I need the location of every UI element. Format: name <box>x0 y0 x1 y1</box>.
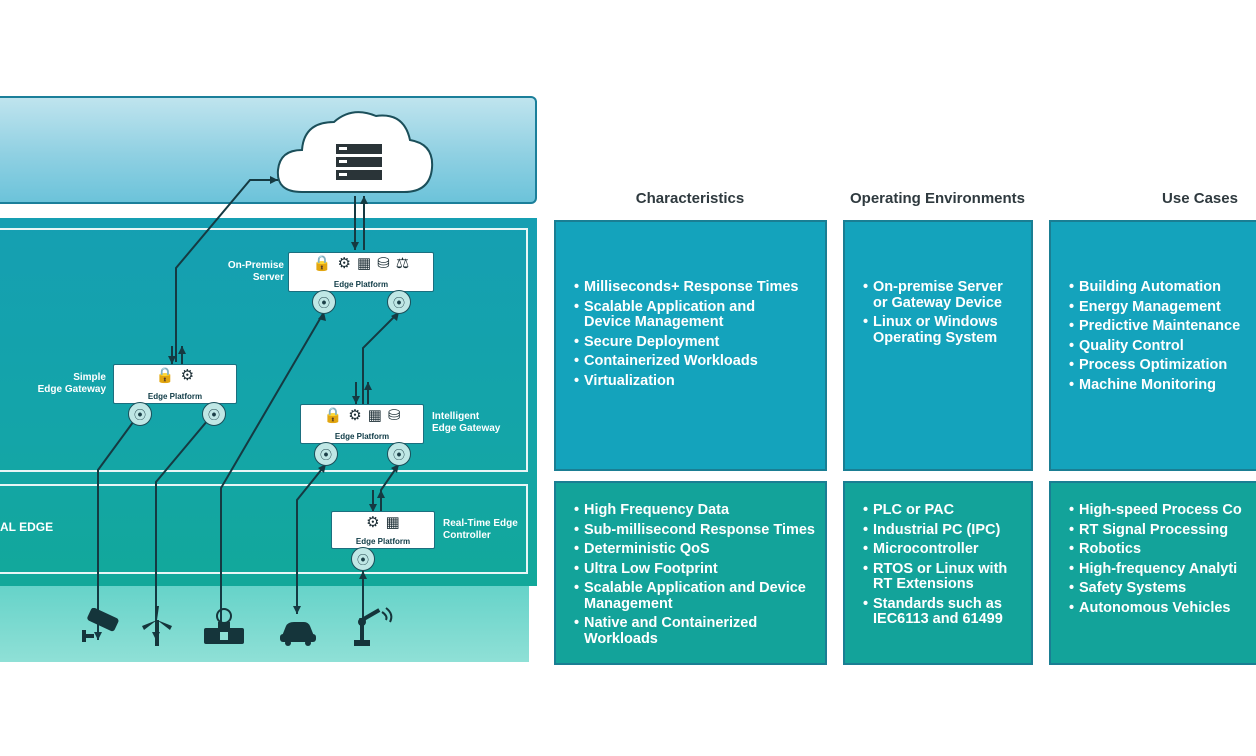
antenna-icon: ⦿ <box>314 442 338 466</box>
list-item: Ultra Low Footprint <box>574 561 821 578</box>
antenna-icon: ⦿ <box>387 290 411 314</box>
list-item: Native and Containerized Workloads <box>574 615 821 647</box>
on-premise-label: On-Premise Server <box>227 260 284 283</box>
intelligent-gateway-platform[interactable]: 🔒 ⚙ ▦ ⛁ Edge Platform <box>300 404 424 444</box>
list-item: Building Automation <box>1069 279 1252 296</box>
list-item: Autonomous Vehicles <box>1069 600 1252 617</box>
database-gear-icon: ⛁ <box>387 407 401 424</box>
list-item: High Frequency Data <box>574 502 821 519</box>
list-item: Milliseconds+ Response Times <box>574 279 821 296</box>
database-gear-icon: ⛁ <box>377 255 390 272</box>
list-item: PLC or PAC <box>863 502 1027 519</box>
environments-bottom-panel: PLC or PAC Industrial PC (IPC) Microcontro… <box>843 481 1033 665</box>
list-item: Scalable Application and Device Manageme… <box>574 580 821 612</box>
list-item: High-frequency Analyti <box>1069 561 1252 578</box>
list-item: Process Optimization <box>1069 357 1252 374</box>
edge-layer <box>0 218 537 586</box>
list-item: Safety Systems <box>1069 580 1252 597</box>
gear-icon: ⚙ <box>348 407 362 424</box>
gear-icon: ⚙ <box>180 367 195 384</box>
lock-icon: 🔒 <box>323 407 343 424</box>
list-item: RT Signal Processing <box>1069 522 1252 539</box>
monitor-scale-icon: ⚖ <box>395 255 410 272</box>
list-item: Predictive Maintenance <box>1069 318 1252 335</box>
platform-label: Edge Platform <box>334 432 390 441</box>
lock-icon: 🔒 <box>312 255 332 272</box>
list-item: RTOS or Linux with RT Extensions <box>863 561 1027 593</box>
dashboard-icon: ▦ <box>356 255 372 272</box>
column-heading-characteristics: Characteristics <box>635 190 745 207</box>
use-cases-top-panel: Building AutomationEnergy ManagementPred… <box>1049 220 1256 471</box>
far-edge-layer-box <box>0 484 528 574</box>
realtime-controller-icons: ⚙ ▦ <box>332 515 434 531</box>
antenna-icon: ⦿ <box>312 290 336 314</box>
list-item: Robotics <box>1069 541 1252 558</box>
realtime-controller-platform[interactable]: ⚙ ▦ Edge Platform <box>331 511 435 549</box>
camera-icon <box>82 608 119 642</box>
list-item: Containerized Workloads <box>574 353 821 370</box>
gear-search-icon: ⚙ <box>337 255 351 272</box>
list-item: Scalable Application and Device Manageme… <box>574 299 821 331</box>
list-item: Linux or Windows Operating System <box>863 314 1027 346</box>
dashboard-clock-icon: ▦ <box>385 514 400 531</box>
link-simple-camera <box>97 413 140 640</box>
arrow-up <box>360 196 368 204</box>
characteristics-top-panel: Milliseconds+ Response TimesScalable App… <box>554 220 827 471</box>
column-heading-use-cases: Use Cases <box>1162 190 1238 207</box>
characteristics-bottom-panel: High Frequency DataSub-millisecond Respo… <box>554 481 827 665</box>
cloud-layer <box>0 96 537 204</box>
intelligent-gateway-icons: 🔒 ⚙ ▦ ⛁ <box>301 408 423 424</box>
link-onprem-pump <box>220 311 325 640</box>
environments-top-panel: On-premise Server or Gateway DeviceLinux… <box>843 220 1033 471</box>
gateway-layer-box <box>0 228 528 472</box>
list-item: Energy Management <box>1069 299 1252 316</box>
list-item: Quality Control <box>1069 338 1252 355</box>
simple-gateway-icons: 🔒 ⚙ <box>114 368 236 384</box>
gear-icon: ⚙ <box>366 514 380 531</box>
link-intel-car <box>296 463 327 614</box>
column-heading-operating-environments: Operating Environments <box>849 190 1026 207</box>
simple-gateway-label: Simple Edge Gateway <box>37 372 106 395</box>
link-simple-cloud <box>175 179 278 362</box>
use-cases-bottom-panel: High-speed Process Co RT Signal Processin… <box>1049 481 1256 665</box>
platform-label: Edge Platform <box>147 392 203 401</box>
pump-icon <box>204 608 244 644</box>
arrow-down <box>351 242 359 250</box>
list-item: High-speed Process Co <box>1069 502 1252 519</box>
list-item: Standards such as IEC6113 and 61499 <box>863 596 1027 628</box>
dashboard-icon: ▦ <box>367 407 382 424</box>
robot-arm-icon <box>354 607 393 646</box>
list-item: On-premise Server or Gateway Device <box>863 279 1027 311</box>
list-item: Industrial PC (IPC) <box>863 522 1027 539</box>
arrow-cloud <box>270 176 278 184</box>
platform-label: Edge Platform <box>355 537 411 546</box>
antenna-icon: ⦿ <box>351 547 375 571</box>
on-premise-platform[interactable]: 🔒 ⚙ ▦ ⛁ ⚖ Edge Platform <box>288 252 434 292</box>
list-item: Virtualization <box>574 373 821 390</box>
antenna-icon: ⦿ <box>387 442 411 466</box>
list-item: Machine Monitoring <box>1069 377 1252 394</box>
list-item: Deterministic QoS <box>574 541 821 558</box>
device-layer <box>0 586 529 662</box>
connection-lines <box>94 176 400 640</box>
wind-turbine-icon <box>142 606 172 646</box>
simple-gateway-platform[interactable]: 🔒 ⚙ Edge Platform <box>113 364 237 404</box>
link-onprem-intelligent <box>362 311 400 404</box>
link-simple-turbine <box>155 413 214 640</box>
on-premise-icons: 🔒 ⚙ ▦ ⛁ ⚖ <box>289 256 433 272</box>
list-item: Secure Deployment <box>574 334 821 351</box>
intelligent-gateway-label: Intelligent Edge Gateway <box>432 411 501 434</box>
cloud-icon <box>276 111 434 193</box>
antenna-icon: ⦿ <box>202 402 226 426</box>
realtime-controller-label: Real-Time Edge Controller <box>443 518 518 541</box>
far-edge-label: AL EDGE <box>0 520 54 534</box>
lock-icon: 🔒 <box>155 367 175 384</box>
car-icon <box>280 622 316 646</box>
list-item: Microcontroller <box>863 541 1027 558</box>
list-item: Sub-millisecond Response Times <box>574 522 821 539</box>
antenna-icon: ⦿ <box>128 402 152 426</box>
platform-label: Edge Platform <box>333 280 389 289</box>
